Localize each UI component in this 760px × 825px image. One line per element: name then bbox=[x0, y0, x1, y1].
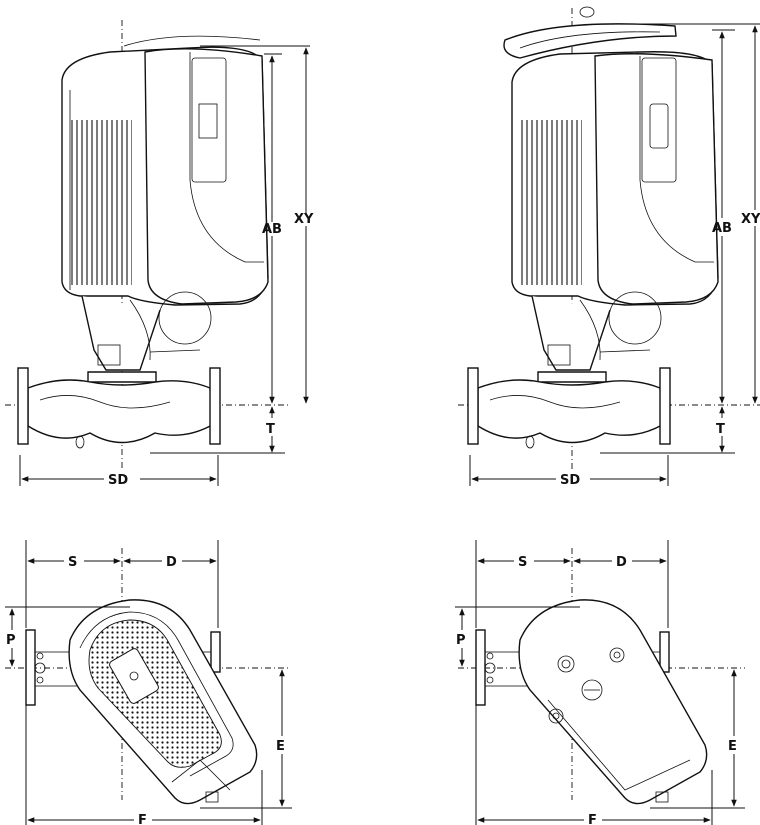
dim-label-e: E bbox=[728, 739, 737, 754]
dim-label-xy: XY bbox=[294, 212, 314, 227]
display-panel bbox=[191, 57, 227, 183]
dim-label-f: F bbox=[138, 813, 147, 825]
center-badge bbox=[109, 648, 159, 704]
main-terminal bbox=[581, 679, 603, 701]
front-view-right: AB XY T SD bbox=[458, 6, 760, 488]
pump-casing bbox=[27, 379, 213, 444]
pump-casing bbox=[477, 379, 663, 444]
flange-left bbox=[25, 629, 36, 706]
flange-right bbox=[659, 631, 670, 673]
pump-neck bbox=[531, 295, 611, 371]
cooling-fins bbox=[520, 120, 582, 285]
dim-label-d: D bbox=[166, 555, 177, 570]
dim-label-xy: XY bbox=[741, 212, 760, 227]
flange-left bbox=[17, 367, 29, 445]
motor-body-top bbox=[518, 599, 708, 805]
flange-left bbox=[475, 629, 486, 706]
control-module bbox=[649, 103, 669, 149]
top-view-left: S D P E F bbox=[5, 540, 292, 825]
electronics-cover bbox=[144, 48, 269, 305]
display-window bbox=[198, 103, 218, 139]
cooling-fins bbox=[70, 120, 132, 285]
cable-gland bbox=[205, 791, 219, 803]
dim-label-p: P bbox=[6, 633, 16, 648]
dim-label-e: E bbox=[276, 739, 285, 754]
motor-flange-ring bbox=[158, 291, 212, 345]
dim-label-s: S bbox=[518, 555, 527, 570]
flange-right bbox=[659, 367, 671, 445]
dim-label-f: F bbox=[588, 813, 597, 825]
dim-label-t: T bbox=[266, 422, 275, 437]
pump-head-plate bbox=[87, 371, 157, 383]
connection-port bbox=[557, 655, 575, 673]
flange-left bbox=[467, 367, 479, 445]
display-panel bbox=[641, 57, 677, 183]
connection-port bbox=[548, 708, 564, 724]
dim-label-t: T bbox=[716, 422, 725, 437]
flange-right bbox=[209, 367, 221, 445]
open-cover-lid bbox=[503, 23, 677, 59]
pump-head-plate bbox=[537, 371, 607, 383]
dim-label-ab: AB bbox=[262, 222, 282, 237]
cable-gland bbox=[655, 791, 669, 803]
dim-label-p: P bbox=[456, 633, 466, 648]
pump-neck bbox=[81, 295, 161, 371]
front-view-left: AB XY T SD bbox=[5, 20, 314, 488]
dim-label-s: S bbox=[68, 555, 77, 570]
flange-right bbox=[210, 631, 221, 673]
top-view-right: S D P E F bbox=[455, 540, 745, 825]
dim-label-ab: AB bbox=[712, 221, 732, 236]
lid-hinge bbox=[579, 6, 595, 18]
connection-port bbox=[609, 647, 625, 663]
motor-flange-ring bbox=[608, 291, 662, 345]
dim-label-d: D bbox=[616, 555, 627, 570]
dim-label-sd: SD bbox=[108, 473, 128, 488]
dim-label-sd: SD bbox=[560, 473, 580, 488]
electronics-cover bbox=[594, 53, 719, 305]
